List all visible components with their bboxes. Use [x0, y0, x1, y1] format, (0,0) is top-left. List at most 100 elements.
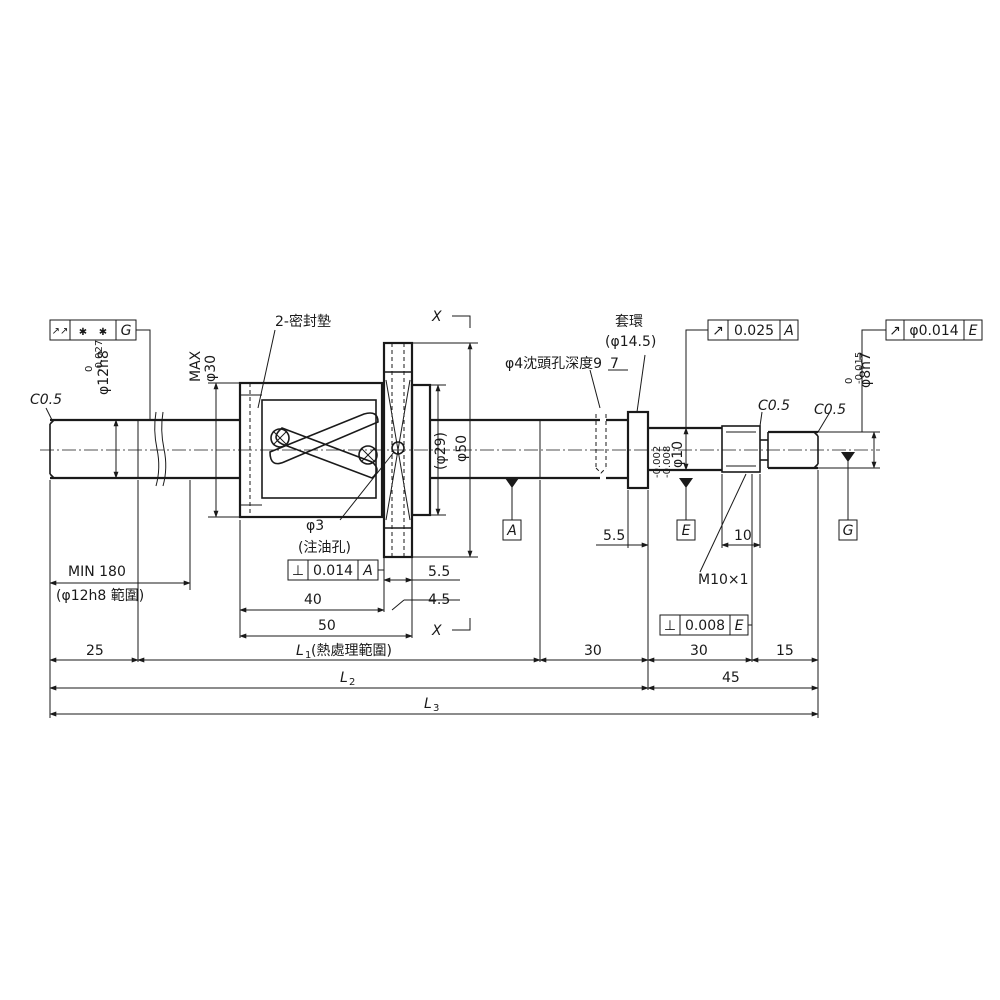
- svg-text:-0.027: -0.027: [94, 340, 105, 372]
- datum-e: E: [676, 519, 696, 541]
- chamfer-r2-label: C0.5: [814, 402, 846, 418]
- svg-text:↗: ↗: [889, 323, 901, 339]
- min-len-label: MIN 180: [68, 564, 126, 580]
- dim-l3: L 3: [424, 696, 439, 714]
- dim-45: 45: [722, 670, 740, 686]
- svg-text:↗: ↗: [712, 323, 724, 339]
- svg-text:0: 0: [844, 378, 855, 384]
- svg-text:0: 0: [84, 366, 95, 372]
- bearing-dia-label: φ10: [670, 441, 686, 468]
- collar-label: 套環: [615, 314, 643, 330]
- tube-clip-left: [270, 428, 290, 448]
- svg-text:A: A: [362, 563, 373, 579]
- svg-text:φ0.014: φ0.014: [909, 323, 958, 339]
- fcf-perp-e: ⊥ 0.008 E: [659, 614, 749, 636]
- svg-text:0.008: 0.008: [685, 618, 725, 634]
- dim-30b: 30: [690, 643, 708, 659]
- svg-text:✱: ✱: [99, 327, 107, 338]
- datum-a: A: [502, 519, 522, 541]
- dim-5-5-collar: 5.5: [603, 528, 625, 544]
- svg-text:L: L: [296, 643, 304, 659]
- oil-hole-label: (注油孔): [298, 540, 351, 556]
- dim-50: 50: [318, 618, 336, 634]
- svg-text:A: A: [783, 323, 794, 339]
- counterbore-label: φ4沈頭孔深度9: [505, 356, 602, 372]
- fcf-runout-g: ↗↗ ✱ ✱ G: [49, 319, 137, 341]
- section-x-top: X: [431, 309, 442, 325]
- seal-label: 2-密封墊: [275, 313, 331, 330]
- svg-text:-0.015: -0.015: [854, 352, 865, 384]
- svg-text:G: G: [121, 323, 132, 339]
- svg-text:L: L: [340, 670, 348, 686]
- end-dia-label: φ8h7: [858, 352, 874, 388]
- shaft: [40, 341, 880, 559]
- oil-hole: [391, 441, 405, 455]
- dim-30a: 30: [584, 643, 602, 659]
- svg-text:3: 3: [433, 703, 439, 714]
- dim-l1: L 1 (熱處理範圍): [296, 642, 392, 661]
- dim-5-5: 5.5: [428, 564, 450, 580]
- flange-inner-label: (φ29): [433, 432, 449, 470]
- extension-lines: [49, 342, 880, 718]
- dim-10: 10: [734, 528, 752, 544]
- dim-l2: L 2: [340, 670, 355, 688]
- svg-text:E: E: [682, 523, 691, 539]
- datum-triangles: [505, 452, 855, 520]
- counterbore-hole: [595, 414, 607, 474]
- svg-text:↗↗: ↗↗: [52, 326, 69, 337]
- svg-text:0.014: 0.014: [313, 563, 353, 579]
- svg-text:φ12h8: φ12h8: [96, 350, 112, 395]
- svg-text:A: A: [506, 523, 517, 539]
- svg-text:E: E: [969, 323, 978, 339]
- counterbore-offset-label: 7: [610, 356, 619, 372]
- dim-15: 15: [776, 643, 794, 659]
- thread-label: M10×1: [698, 572, 749, 588]
- leader-lines: [45, 315, 886, 631]
- svg-text:(熱處理範圍): (熱處理範圍): [311, 642, 392, 659]
- ball-nut-body: [238, 381, 384, 519]
- svg-text:2: 2: [349, 677, 355, 688]
- svg-text:-0.002: -0.002: [652, 446, 663, 478]
- chamfer-left-label: C0.5: [30, 392, 62, 408]
- dim-40: 40: [304, 592, 322, 608]
- svg-text:(φ29): (φ29): [433, 432, 449, 470]
- chamfer-r1-label: C0.5: [758, 398, 790, 414]
- tube-clip-right: [358, 445, 378, 465]
- collar-dia-label: (φ14.5): [605, 334, 656, 350]
- shaft-dia-label: φ12h8: [96, 350, 112, 395]
- fcf-runout-e: ↗ φ0.014 E: [885, 319, 983, 341]
- svg-text:E: E: [735, 618, 744, 634]
- svg-text:φ50: φ50: [454, 435, 470, 462]
- collar: [626, 410, 650, 490]
- svg-text:MAX: MAX: [188, 350, 204, 382]
- thread-section: [721, 425, 761, 473]
- annotations: C0.5 φ12h8 0 -0.027 MAX φ30 2-密封墊 X X 套環…: [30, 309, 874, 714]
- return-tube: [269, 412, 379, 479]
- min-len-note: (φ12h8 範圍): [56, 587, 144, 604]
- svg-text:φ30: φ30: [203, 355, 219, 382]
- fcf-runout-a: ↗ 0.025 A: [707, 319, 799, 341]
- fcf-perp-a: ⊥ 0.014 A: [287, 559, 379, 581]
- svg-text:✱: ✱: [79, 327, 87, 338]
- svg-text:⊥: ⊥: [292, 563, 304, 579]
- dim-25: 25: [86, 643, 104, 659]
- svg-text:⊥: ⊥: [664, 618, 676, 634]
- max-dia-label: MAX φ30: [188, 350, 219, 382]
- svg-text:1: 1: [305, 650, 311, 661]
- svg-text:G: G: [843, 523, 854, 539]
- svg-text:0.025: 0.025: [734, 323, 774, 339]
- dimension-lines: [49, 342, 877, 717]
- oil-hole-dia-label: φ3: [306, 518, 324, 534]
- svg-text:L: L: [424, 696, 432, 712]
- break-mark: [154, 411, 167, 487]
- bearing-tol-label: -0.002 -0.008: [652, 446, 673, 478]
- svg-text:φ8h7: φ8h7: [858, 352, 874, 388]
- svg-text:φ10: φ10: [670, 441, 686, 468]
- flange-outer-label: φ50: [454, 435, 470, 462]
- shaft-tol-label: 0 -0.027: [84, 340, 105, 372]
- section-x-bottom: X: [431, 623, 442, 639]
- dim-4-5: 4.5: [428, 592, 450, 608]
- end-tol-label: 0 -0.015: [844, 352, 865, 384]
- svg-text:-0.008: -0.008: [662, 446, 673, 478]
